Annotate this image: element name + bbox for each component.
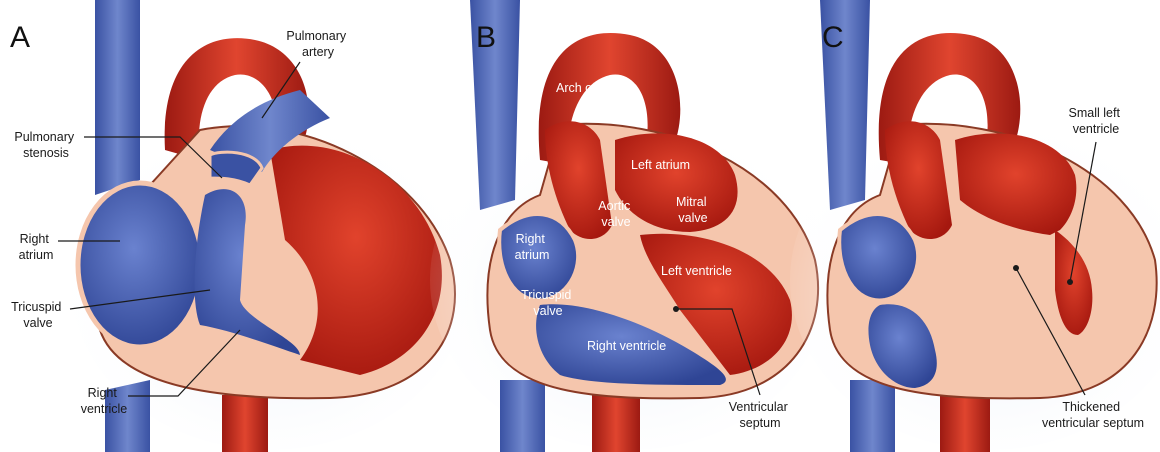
panel-c-letter: C [822, 21, 844, 54]
panel-b: B Arch of aorta Left atrium Aortic valve… [430, 0, 830, 452]
panel-b-descending-aorta [592, 395, 640, 452]
label-small-left-ventricle: Small left ventricle [1069, 106, 1124, 136]
label-pulmonary-stenosis: Pulmonary stenosis [14, 130, 77, 160]
panel-a-letter: A [10, 21, 30, 54]
label-arch-of-aorta: Arch of aorta [556, 81, 628, 95]
panel-a-right-atrium [78, 183, 202, 347]
panel-a-descending-aorta [222, 395, 268, 452]
label-right-ventricle-b: Right ventricle [587, 339, 666, 353]
panel-c-right-atrium [839, 214, 918, 300]
panel-b-inferior-vena-cava [500, 380, 545, 452]
panel-c-inferior-vena-cava [850, 380, 895, 452]
panel-b-letter: B [476, 21, 496, 54]
panel-a-superior-vena-cava [95, 0, 140, 195]
small-left-ventricle-marker [1067, 279, 1073, 285]
label-right-atrium-a: Right atrium [19, 232, 54, 262]
label-left-atrium: Left atrium [631, 158, 690, 172]
label-tricuspid-valve-a: Tricuspid valve [11, 300, 65, 330]
panel-c: C Small left ventricle Thickened ventric… [790, 0, 1160, 452]
panel-a: A Pulmonary artery Pulmonary stenosis Ri… [10, 0, 470, 452]
panel-c-descending-aorta [940, 395, 990, 452]
label-pulmonary-artery: Pulmonary artery [286, 29, 349, 59]
label-left-ventricle: Left ventricle [661, 264, 732, 278]
